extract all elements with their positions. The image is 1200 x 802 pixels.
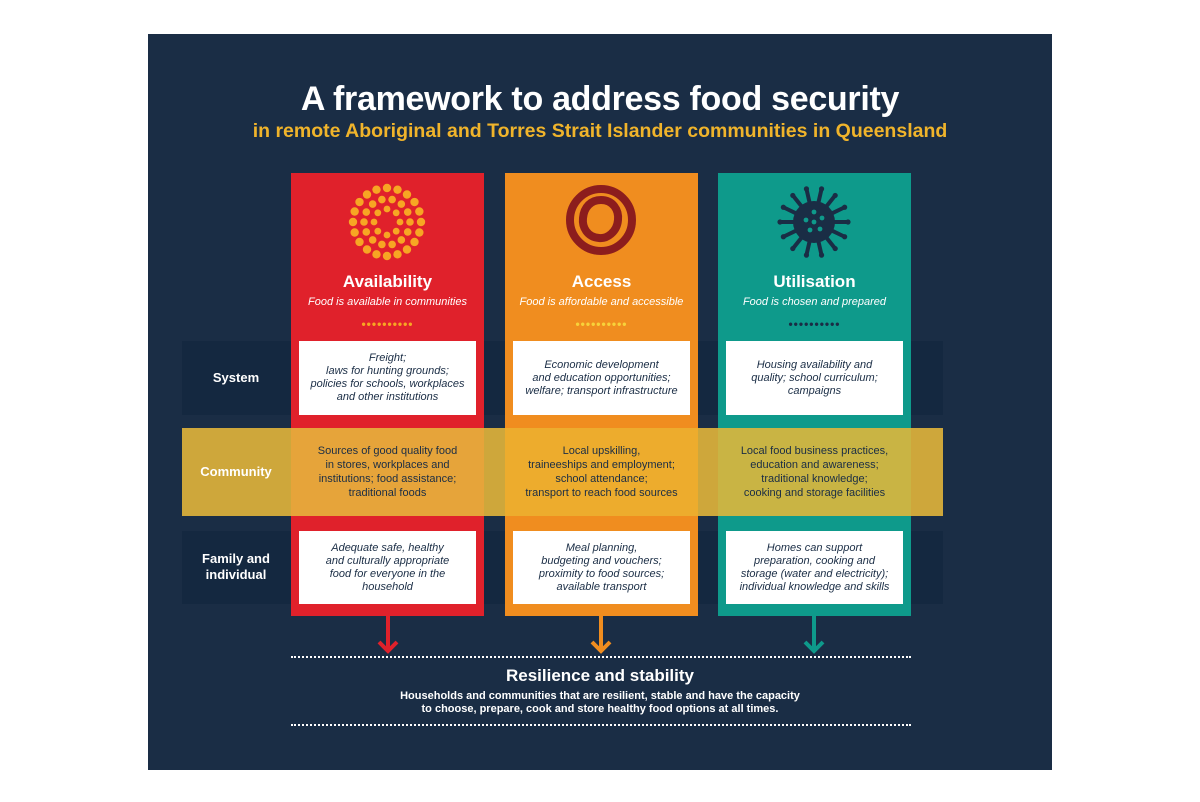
row-label-community: Community [200,464,272,479]
utilisation-arrow-icon [803,616,825,654]
access-family-cell: Meal planning, budgeting and vouchers; p… [513,531,690,604]
access-arrow-icon [590,616,612,654]
availability-community-overlay [291,428,484,516]
availability-community-cell: Sources of good quality food in stores, … [317,445,458,499]
access-dots-divider: •••••••••• [575,317,628,331]
page-subtitle: in remote Aboriginal and Torres Strait I… [252,120,948,142]
access-community-overlay [505,428,698,516]
utilisation-community-overlay [718,428,911,516]
access-system-cell: Economic development and education oppor… [513,341,690,415]
utilisation-dots-divider: •••••••••• [788,317,841,331]
utilisation-tagline: Food is chosen and prepared [742,296,887,308]
concentric-dot-circles-icon [348,183,426,261]
resilience-top-divider [291,656,911,658]
waterhole-rings-icon [566,185,636,255]
resilience-bottom-divider [291,724,911,726]
availability-arrow-icon [377,616,399,654]
row-label-family: Family and individual [202,551,270,582]
row-label-system: System [212,370,260,385]
access-tagline: Food is affordable and accessible [519,296,684,308]
availability-tagline: Food is available in communities [308,296,467,308]
spiky-sun-icon [777,186,851,258]
access-community-cell: Local upskilling, traineeships and emplo… [525,445,678,499]
page-title: A framework to address food security [300,80,900,118]
resilience-title: Resilience and stability [505,666,694,685]
utilisation-system-cell: Housing availability and quality; school… [726,341,903,415]
utilisation-community-cell: Local food business practices, education… [740,445,889,499]
utilisation-family-cell: Homes can support preparation, cooking a… [726,531,903,604]
utilisation-title: Utilisation [773,272,856,291]
resilience-description: Households and communities that are resi… [400,690,800,715]
availability-dots-divider: •••••••••• [361,317,414,331]
availability-family-cell: Adequate safe, healthy and culturally ap… [299,531,476,604]
availability-system-cell: Freight; laws for hunting grounds; polic… [299,341,476,415]
access-title: Access [571,272,632,291]
availability-title: Availability [342,272,433,291]
